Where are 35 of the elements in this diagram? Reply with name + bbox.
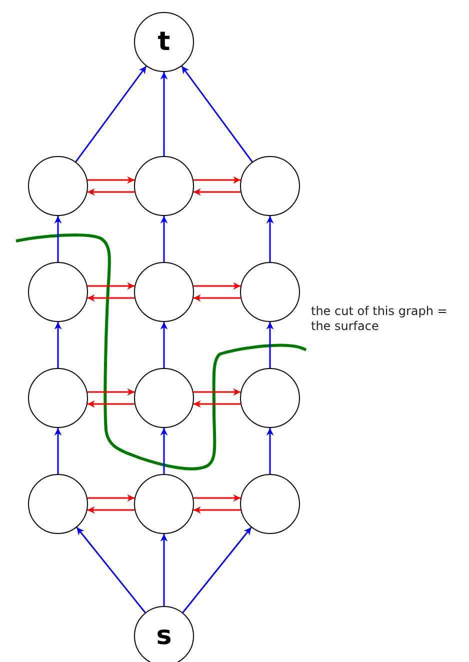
arrow [75, 66, 147, 162]
arrow [266, 428, 274, 474]
annotation-text: the cut of this graph = the surface [311, 304, 448, 334]
arrow [87, 188, 135, 196]
arrow [160, 428, 168, 474]
arrow [193, 282, 241, 290]
arrow [87, 400, 135, 408]
arrow [193, 400, 241, 408]
arrow [193, 188, 241, 196]
node-label: s [156, 623, 172, 649]
arrow [182, 526, 252, 614]
arrow [160, 534, 168, 606]
arrow [54, 322, 62, 368]
node-circle [134, 606, 194, 662]
arrow [266, 216, 274, 262]
node-label: t [158, 29, 170, 55]
arrow [76, 526, 146, 614]
arrow [193, 294, 241, 302]
arrow [87, 282, 135, 290]
arrow [193, 388, 241, 396]
arrow [87, 176, 135, 184]
arrow [160, 216, 168, 262]
arrow [87, 506, 135, 514]
arrow [160, 322, 168, 368]
arrow [54, 216, 62, 262]
arrow [160, 72, 168, 156]
arrow [54, 428, 62, 474]
arrow [181, 66, 253, 162]
arrow [193, 176, 241, 184]
arrow [87, 294, 135, 302]
arrow [193, 494, 241, 502]
arrow [266, 322, 274, 368]
arrow [87, 388, 135, 396]
arrow [87, 494, 135, 502]
arrow [193, 506, 241, 514]
